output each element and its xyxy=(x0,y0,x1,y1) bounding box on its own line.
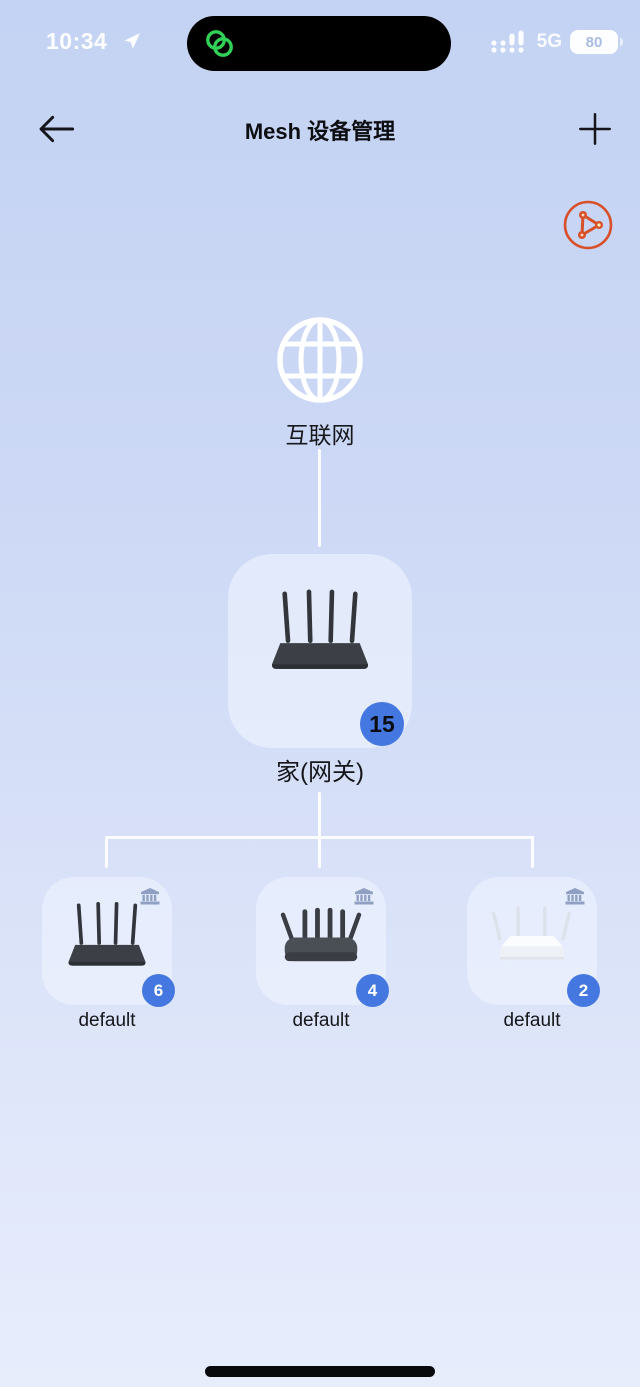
wired-backhaul-icon xyxy=(565,888,585,905)
dynamic-island xyxy=(187,16,451,71)
link-child1 xyxy=(105,836,108,868)
child-device-label: default xyxy=(78,1010,136,1031)
child-device-label: default xyxy=(503,1010,561,1031)
clock: 10:34 xyxy=(46,28,108,54)
cellular-signal-icon xyxy=(491,30,524,53)
hotspot-link-icon xyxy=(206,30,233,57)
client-count-badge: 2 xyxy=(567,974,600,1007)
link-gateway-stem xyxy=(318,792,321,838)
battery-percent: 80 xyxy=(585,33,603,51)
home-indicator[interactable] xyxy=(205,1366,435,1377)
router-dark-icon xyxy=(68,901,146,966)
gateway-label: 家(网关) xyxy=(276,759,364,786)
client-count-badge: 6 xyxy=(142,974,175,1007)
mesh-child-card[interactable]: 6 xyxy=(42,877,175,1007)
topology-view-button[interactable] xyxy=(561,198,615,252)
status-bar: 10:34 5G 80 xyxy=(0,0,640,78)
link-internet-gateway xyxy=(318,449,321,547)
child-device-label: default xyxy=(292,1010,350,1031)
status-bar-right: 5G 80 xyxy=(489,30,623,54)
page-title: Mesh 设备管理 xyxy=(244,119,396,144)
battery-indicator: 80 xyxy=(570,30,623,54)
internet-label: 互联网 xyxy=(285,422,355,448)
gateway-device-card[interactable]: 15 xyxy=(228,554,412,748)
router-dark-icon xyxy=(272,589,368,669)
link-child2 xyxy=(318,836,321,868)
router-six-antenna-icon xyxy=(280,907,362,962)
router-white-icon xyxy=(491,906,571,960)
client-count-badge: 15 xyxy=(360,702,404,746)
globe-icon xyxy=(277,317,363,403)
client-count-badge: 4 xyxy=(356,974,389,1007)
internet-node: 互联网 xyxy=(0,316,640,450)
location-arrow-icon xyxy=(124,33,140,49)
wired-backhaul-icon xyxy=(354,888,374,905)
link-child3 xyxy=(531,836,534,868)
wired-backhaul-icon xyxy=(140,888,160,905)
mesh-child-card[interactable]: 2 xyxy=(467,877,600,1007)
battery-nub xyxy=(620,38,623,46)
network-type-label: 5G xyxy=(536,31,562,52)
add-device-button[interactable] xyxy=(578,112,612,146)
back-button[interactable] xyxy=(36,112,76,146)
navigation-header: Mesh 设备管理 xyxy=(0,100,640,156)
mesh-child-card[interactable]: 4 xyxy=(256,877,389,1007)
